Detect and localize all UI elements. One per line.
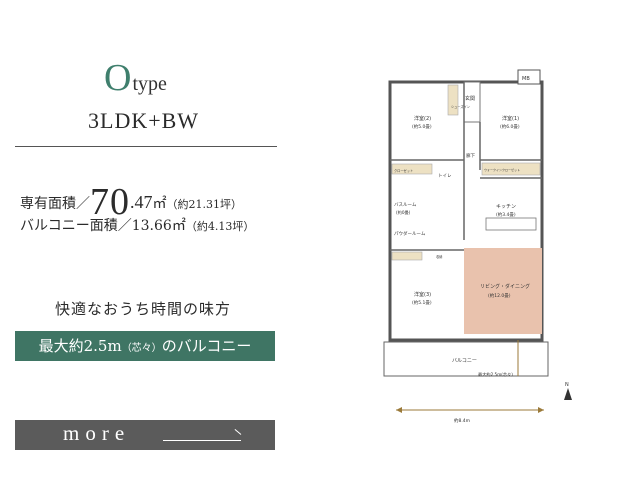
closet-label: クローゼット <box>394 168 413 173</box>
entrance-area <box>463 81 481 123</box>
western1-size: (約6.0畳) <box>500 123 520 130</box>
balcony-outline <box>383 341 549 377</box>
western3-size: (約5.1畳) <box>412 299 432 306</box>
dimension-arrow-right <box>538 407 544 413</box>
plan-type-word: type <box>132 73 167 95</box>
more-button-label: more <box>63 421 131 445</box>
more-button[interactable]: more <box>15 420 275 450</box>
dimension-arrow-left <box>396 407 402 413</box>
balcony-area-row: バルコニー面積／13.66㎡（約4.13坪） <box>20 215 254 235</box>
bath-label: バスルーム <box>394 202 417 208</box>
plan-type-letter: O <box>104 57 132 99</box>
exclusive-area-label: 専有面積／ <box>20 196 90 212</box>
arrow-head-icon <box>234 428 242 435</box>
catchphrase: 快適なおうち時間の味方 <box>55 300 232 318</box>
powder-label: パウダールーム <box>394 230 426 237</box>
entrance-label: 玄関 <box>465 95 475 102</box>
balcony-feature-badge: 最大約2.5m（芯々）のバルコニー <box>15 331 275 361</box>
kitchen-label: キッチン <box>496 204 516 210</box>
mb-box <box>517 69 541 85</box>
storage-label: 収納 <box>436 254 442 259</box>
exclusive-area-row: 専有面積／70.47㎡（約21.31坪） <box>20 180 242 224</box>
mb-label: MB <box>522 76 530 82</box>
walkin-closet <box>481 162 541 176</box>
info-panel: Otype 3LDK+BW 専有面積／70.47㎡（約21.31坪） バルコニー… <box>0 0 300 480</box>
badge-text-paren: （芯々） <box>121 343 162 354</box>
closet-2 <box>391 163 433 175</box>
heading-divider <box>15 146 277 147</box>
kitchen-counter <box>485 217 537 231</box>
bath-size: (約0畳) <box>396 209 411 216</box>
balcony-label: バルコニー <box>452 358 477 364</box>
balcony-depth-label: 最大約2.5m(芯々) <box>478 371 513 378</box>
exclusive-area-dec: .47 <box>130 192 153 212</box>
western2-size: (約5.0畳) <box>412 123 432 130</box>
western3-label: 洋室(3) <box>414 291 431 298</box>
kitchen-size: (約3.4畳) <box>496 211 516 218</box>
hall-label: 廊下 <box>466 152 475 159</box>
ldk-label: リビング・ダイニング <box>480 283 530 290</box>
balcony-area-label: バルコニー面積／ <box>20 218 132 234</box>
exclusive-area-int: 70 <box>90 181 130 223</box>
toilet-label: トイレ <box>438 174 452 179</box>
ldk-size: (約12.0畳) <box>488 292 511 299</box>
floor-plan: 玄関 シューズイン MB 洋室(1) (約6.0畳) 洋室(2) (約5.0畳)… <box>383 69 572 424</box>
exclusive-area-tsubo: （約21.31坪） <box>166 198 243 211</box>
layout-name: 3LDK+BW <box>88 108 200 133</box>
plan-type-heading: Otype <box>104 56 167 100</box>
shoes-label: シューズイン <box>451 104 470 109</box>
ldk-floor <box>464 248 542 334</box>
western1-label: 洋室(1) <box>502 115 519 122</box>
badge-text-post: のバルコニー <box>161 337 252 355</box>
closet-3 <box>391 251 423 261</box>
shoes-storage <box>447 84 459 116</box>
balcony-area-value: 13.66㎡ <box>131 218 186 234</box>
balcony-area-tsubo: （約4.13坪） <box>185 220 255 233</box>
compass-icon <box>564 388 572 400</box>
badge-text-pre: 最大約2.5m <box>38 337 122 355</box>
width-dimension-label: 約8.4m <box>454 417 470 424</box>
arrow-right-icon <box>163 440 241 441</box>
western2-label: 洋室(2) <box>414 115 431 122</box>
walkin-label: ウォークインクローゼット <box>484 167 520 172</box>
exclusive-area-unit: ㎡ <box>152 196 167 212</box>
compass-label: N <box>565 382 569 388</box>
